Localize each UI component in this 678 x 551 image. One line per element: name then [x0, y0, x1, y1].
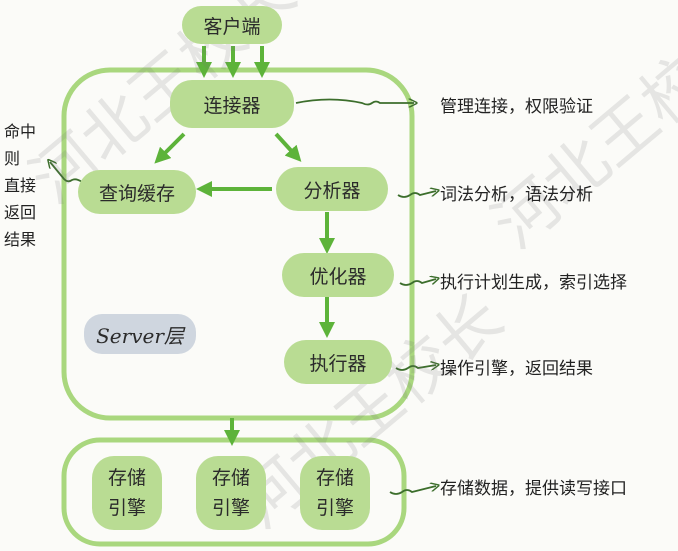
note-arrow-connector — [295, 100, 414, 105]
cache-hit-line: 则 — [4, 149, 21, 168]
storage-engine-3: 存储 引擎 — [300, 456, 370, 530]
cache-hit-note: 命中 则 直接 返回 结果 — [4, 118, 48, 253]
cache-hit-line: 命中 — [4, 122, 37, 141]
client-node: 客户端 — [182, 6, 282, 44]
arrow-connector-analyzer — [274, 132, 302, 162]
analyzer-node: 分析器 — [276, 167, 388, 211]
cache-hit-line: 直接 — [4, 176, 37, 195]
note-executor: 操作引擎，返回结果 — [440, 359, 593, 379]
note-arrow-cache-hit — [50, 162, 83, 183]
engine-line1: 存储 — [315, 467, 354, 489]
note-optimizer: 执行计划生成，索引选择 — [440, 273, 627, 293]
executor-node: 执行器 — [284, 340, 392, 384]
cache-hit-line: 结果 — [4, 230, 37, 249]
cache-hit-line: 返回 — [4, 203, 37, 222]
note-engines: 存储数据，提供读写接口 — [440, 479, 627, 499]
note-connector: 管理连接，权限验证 — [440, 97, 593, 117]
engine-line2: 引擎 — [211, 497, 250, 519]
note-arrow-executor — [395, 365, 436, 371]
note-arrow-engines — [389, 486, 436, 495]
arrow-connector-cache — [154, 132, 186, 164]
query-cache-node: 查询缓存 — [78, 170, 196, 214]
optimizer-node: 优化器 — [282, 253, 394, 297]
engine-line1: 存储 — [211, 467, 250, 489]
storage-engine-2: 存储 引擎 — [196, 456, 266, 530]
connector-node: 连接器 — [170, 80, 294, 128]
server-layer-label: Server层 — [84, 314, 196, 354]
engine-line2: 引擎 — [315, 497, 354, 519]
engine-line2: 引擎 — [107, 497, 146, 519]
note-analyzer: 词法分析，语法分析 — [440, 185, 593, 205]
storage-engine-1: 存储 引擎 — [92, 456, 162, 530]
note-arrow-analyzer — [397, 191, 436, 198]
note-arrow-optimizer — [399, 279, 436, 286]
engine-line1: 存储 — [107, 467, 146, 489]
